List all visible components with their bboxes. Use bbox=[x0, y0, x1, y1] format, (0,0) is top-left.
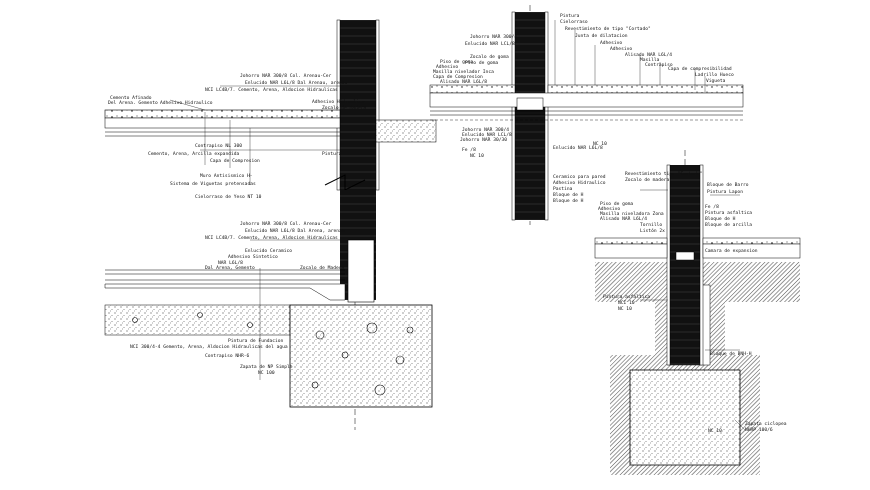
top-right-detail: Pintura Cielorraso Revestimiento de tipo… bbox=[429, 5, 745, 225]
label: Pintura bbox=[322, 151, 342, 157]
label: Adhesivo bbox=[598, 206, 620, 212]
label: Capa de compresibilidad bbox=[668, 66, 732, 72]
label: Piso de goma bbox=[440, 59, 473, 65]
label: Contrapiso bbox=[645, 62, 673, 68]
label: Pintura de Fundacion bbox=[228, 338, 284, 344]
upper-slab bbox=[104, 109, 341, 119]
label: Alisado NAR L6L/4 bbox=[600, 216, 647, 222]
label: Cielorraso bbox=[560, 19, 588, 25]
label: Zapata de NP Simple bbox=[240, 364, 293, 370]
label: Contrapiso NL 300 bbox=[195, 143, 242, 149]
label: Masilla nivelador Inca bbox=[433, 69, 494, 75]
label: Cemento, Arena, Arcilla expandida bbox=[148, 151, 240, 157]
label: Sistema de Viguetas pretensadas bbox=[170, 181, 256, 187]
label: Masilla niveladora Zona bbox=[600, 211, 664, 217]
label: Enlucido NAR L6L/8 Dal Arenau, arenau bbox=[245, 80, 348, 86]
label: Piso de goma bbox=[465, 60, 498, 66]
slab bbox=[429, 92, 744, 108]
label: Bloque de H bbox=[553, 192, 584, 198]
footing bbox=[289, 304, 433, 408]
label: Capa de Compresion bbox=[210, 158, 260, 164]
label: Revestimiento de tipo "Cortado" bbox=[565, 26, 651, 32]
label: Adhesivo Hidraulico bbox=[553, 180, 606, 186]
wall-section bbox=[515, 12, 545, 220]
label: NCI LC4B/7. Cemento, Arena, Aldocion Hid… bbox=[205, 235, 338, 241]
label: Cielorraso de Yeso NT 10 bbox=[195, 194, 262, 200]
label: Bloque de H bbox=[553, 198, 584, 204]
label: Zapata ciclopea bbox=[745, 421, 787, 427]
label: Fe /8 bbox=[462, 147, 476, 153]
bottom-right-detail: Revestimiento tipo "Cortado" Zocalo de m… bbox=[594, 150, 801, 475]
label: Adhesivo Hidraulico bbox=[160, 100, 213, 106]
label: Adhesivo Sintetico bbox=[228, 254, 278, 260]
label: Tornillo bbox=[640, 222, 662, 228]
label: Pastina bbox=[553, 186, 573, 192]
label: Adhesivo Hidraulico bbox=[312, 99, 365, 105]
label: Adhesivo bbox=[600, 40, 622, 46]
label: Pintura bbox=[560, 13, 580, 19]
label: Bloque de Barro bbox=[707, 182, 749, 188]
label: NAR L6L/8 bbox=[218, 260, 243, 266]
label: NHRP 100/6 bbox=[745, 427, 773, 433]
label: NCI LC4B/7. Cemento, Arena, Aldocion Hid… bbox=[205, 87, 338, 93]
label: NC 10 bbox=[708, 428, 722, 434]
label: Ladrillo Hueco bbox=[695, 72, 734, 78]
label: Cemento Afinado bbox=[110, 95, 152, 101]
label: Zocalo de goma bbox=[470, 54, 509, 60]
label: NC 10 bbox=[593, 141, 607, 147]
upper-wall bbox=[340, 20, 376, 190]
label: Zocalo de madera bbox=[625, 177, 669, 183]
label: Johorro NAR 300/4 bbox=[462, 127, 509, 133]
label: Adhesivo bbox=[610, 46, 632, 52]
label: Bloque de BNH-H bbox=[710, 351, 752, 357]
bottom-right-labels: Revestimiento tipo "Cortado" Zocalo de m… bbox=[598, 171, 787, 434]
label: NC 10 bbox=[470, 153, 484, 159]
label: NC 10 bbox=[618, 306, 632, 312]
label: Enlucido NAR LCL/8 bbox=[462, 132, 512, 138]
cyclopean-footing bbox=[629, 369, 741, 466]
label: Pintura Lapon bbox=[707, 189, 743, 195]
label: Ceramico para pared bbox=[553, 174, 606, 180]
label: Masilla bbox=[640, 57, 660, 63]
label: Listón 2x bbox=[640, 227, 665, 234]
label: Fe /8 bbox=[705, 204, 719, 210]
foundation-labels: Pintura de Fundacion NCI 300/4-4 Gemento… bbox=[130, 338, 293, 376]
label: Bloque de arcilla bbox=[705, 222, 752, 228]
label: Alisado NAR L6L/4 bbox=[625, 52, 672, 58]
label: Johorro NAR 300/8 Col. Arenau-Cer bbox=[240, 221, 332, 227]
label: NCI 300/4-4 Gemento, Arena, Aldocion Hid… bbox=[130, 344, 288, 350]
left-wall-detail: Cemento Afinado Johorro NAR 300/8 Col. A… bbox=[104, 19, 437, 430]
label: Enlucido Ceramico bbox=[245, 248, 292, 254]
label: Camara de expansion bbox=[705, 248, 758, 254]
left-upper-labels: Cemento Afinado Johorro NAR 300/8 Col. A… bbox=[108, 73, 366, 200]
label: Junta de dilatacion bbox=[575, 33, 628, 39]
label: Enlucido NAR LCL/8 bbox=[465, 41, 515, 47]
label: Bloque de H bbox=[705, 216, 736, 222]
left-lower-labels: Johorro NAR 300/8 Col. Arenau-Cer Enluci… bbox=[205, 221, 345, 271]
label: Del Arena. Gemento bbox=[108, 100, 158, 106]
label: Zocalo de Madera bbox=[300, 265, 344, 271]
label: Enlucido NAR L6L/8 bbox=[553, 145, 603, 151]
label: Vigueta bbox=[706, 78, 726, 84]
label: Johorro NAR 30/30 bbox=[460, 137, 507, 143]
label: Pintura asfaltica bbox=[603, 294, 650, 300]
label: Adhesivo bbox=[436, 64, 458, 70]
label: NC 100 bbox=[258, 370, 275, 376]
label: Enlucido NAR L6L/8 Dal Arena, arenau bbox=[245, 228, 345, 234]
label: Zocalo de Madera bbox=[322, 105, 366, 111]
top-right-labels: Pintura Cielorraso Revestimiento de tipo… bbox=[433, 13, 734, 204]
wall-section bbox=[670, 165, 700, 365]
label: Capa de Compresion bbox=[433, 74, 483, 80]
label: Johorro NAR 300/8 Col. Arenau-Cer bbox=[240, 73, 332, 79]
label: Johorro NAR 300/4 bbox=[470, 34, 517, 40]
label: NCI 10 bbox=[618, 300, 635, 306]
label: Muro Antisismico H- bbox=[200, 173, 253, 179]
label: Dal Arena, Gemento bbox=[205, 265, 255, 271]
label: Piso de goma bbox=[600, 201, 633, 207]
label: Pintura asfaltica bbox=[705, 210, 752, 216]
label: Contrapiso NHR-6 bbox=[205, 353, 249, 359]
label: Alisado NAR L6L/8 bbox=[440, 79, 487, 85]
label: Revestimiento tipo "Cortado" bbox=[625, 171, 702, 177]
